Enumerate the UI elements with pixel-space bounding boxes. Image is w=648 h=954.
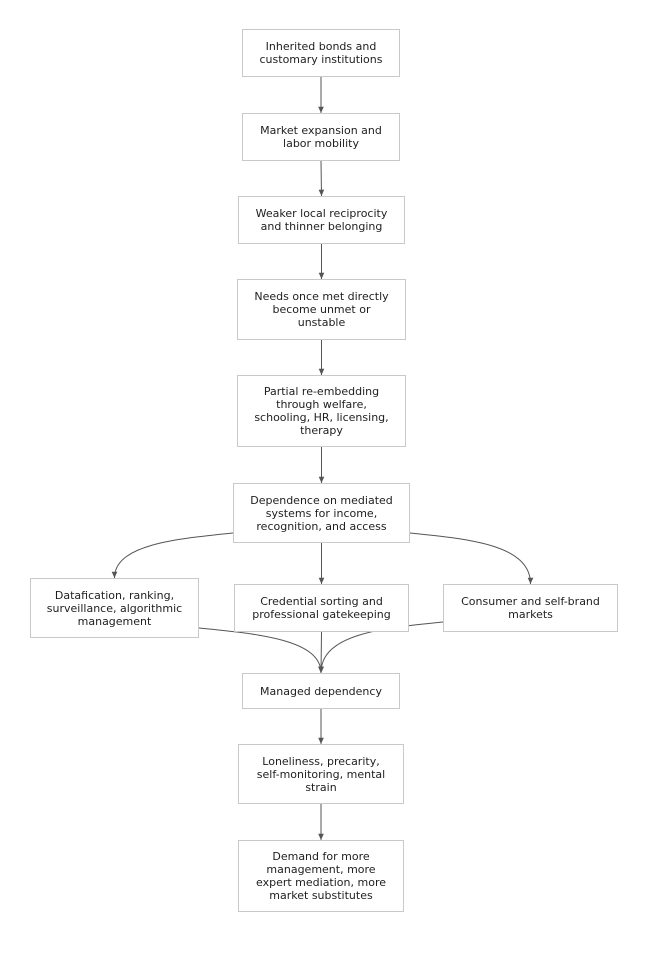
node-label: Market expansion and labor mobility xyxy=(260,124,382,150)
node-loneliness: Loneliness, precarity, self-monitoring, … xyxy=(238,744,404,804)
node-market-expansion: Market expansion and labor mobility xyxy=(242,113,400,161)
node-label: Managed dependency xyxy=(260,684,382,698)
node-label: Credential sorting and professional gate… xyxy=(252,595,391,621)
node-consumer-markets: Consumer and self-brand markets xyxy=(443,584,618,632)
node-managed-dependency: Managed dependency xyxy=(242,673,400,709)
node-partial-re-embedding: Partial re-embedding through welfare, sc… xyxy=(237,375,406,447)
node-weaker-reciprocity: Weaker local reciprocity and thinner bel… xyxy=(238,196,405,244)
node-label: Datafication, ranking, surveillance, alg… xyxy=(46,588,183,628)
edge-n6-n9 xyxy=(409,532,534,585)
node-needs-unmet: Needs once met directly become unmet or … xyxy=(237,279,406,340)
node-dependence-mediated: Dependence on mediated systems for incom… xyxy=(233,483,410,543)
node-label: Dependence on mediated systems for incom… xyxy=(250,493,393,533)
edge-n8-n10 xyxy=(318,631,324,674)
edge-n2-n3 xyxy=(318,160,325,197)
node-label: Partial re-embedding through welfare, sc… xyxy=(254,385,389,437)
node-inherited-bonds: Inherited bonds and customary institutio… xyxy=(242,29,400,77)
node-credential-sorting: Credential sorting and professional gate… xyxy=(234,584,409,632)
node-demand-management: Demand for more management, more expert … xyxy=(238,840,404,912)
edge-n6-n7 xyxy=(111,532,234,579)
edge-n9-n10 xyxy=(318,621,444,674)
node-label: Consumer and self-brand markets xyxy=(461,595,600,621)
node-label: Loneliness, precarity, self-monitoring, … xyxy=(256,754,386,794)
node-label: Demand for more management, more expert … xyxy=(256,850,386,902)
node-label: Needs once met directly become unmet or … xyxy=(254,290,389,329)
node-label: Weaker local reciprocity and thinner bel… xyxy=(255,207,388,233)
node-label: Inherited bonds and customary institutio… xyxy=(259,40,383,66)
node-datafication: Datafication, ranking, surveillance, alg… xyxy=(30,578,199,638)
edge-n7-n10 xyxy=(198,627,324,674)
